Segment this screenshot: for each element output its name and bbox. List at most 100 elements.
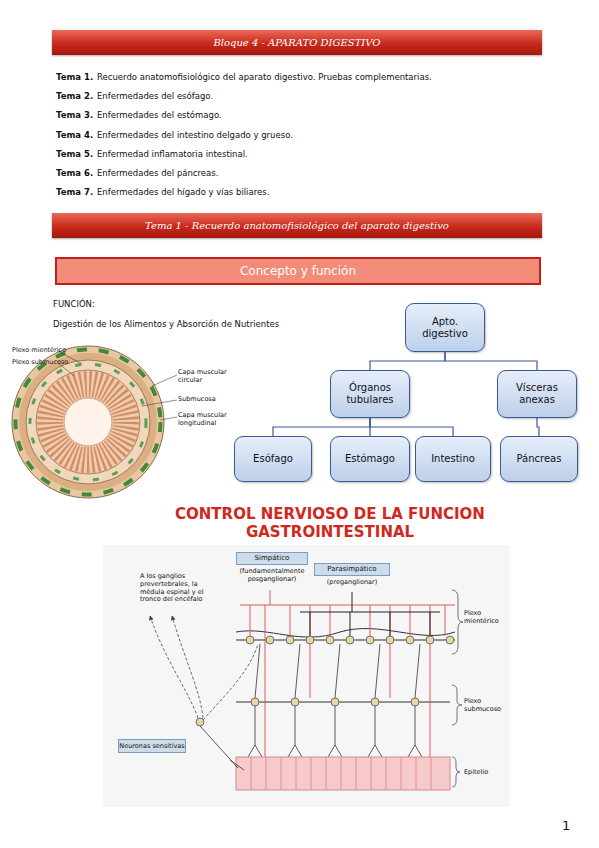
nerve-figure-part bbox=[236, 629, 455, 640]
node-subtext: (preganglionar) bbox=[327, 578, 377, 586]
brace-part bbox=[452, 757, 460, 787]
nerve-figure-part bbox=[172, 616, 203, 718]
topic-number: Tema 6. bbox=[56, 168, 93, 178]
tree-connector bbox=[370, 418, 453, 436]
nerve-figure-part-part bbox=[266, 636, 274, 644]
intestine-section-part bbox=[50, 384, 126, 460]
node-text: Páncreas bbox=[517, 453, 562, 465]
nerve-figure-part bbox=[255, 644, 420, 698]
intestine-section-part bbox=[16, 350, 161, 495]
intestine-section-part bbox=[64, 398, 112, 446]
node-text: Vísceras anexas bbox=[510, 382, 564, 406]
tree-box: Apto. digestivo bbox=[405, 303, 485, 352]
nerve-figure-part-part bbox=[346, 636, 354, 644]
nerve-figure-part-part bbox=[251, 698, 259, 706]
nerve-figure-part-part bbox=[446, 636, 454, 644]
part-name: Plexo mientérico bbox=[464, 610, 506, 626]
nerve-box: Parasimpático (preganglionar) bbox=[314, 563, 390, 591]
intestine-section-part bbox=[19, 353, 157, 491]
nerve-figure-part-part bbox=[286, 636, 294, 644]
topic-number: Tema 1. bbox=[56, 72, 93, 82]
nerve-figure-part-part bbox=[386, 636, 394, 644]
node-text: Apto. digestivo bbox=[418, 316, 472, 340]
leader-line bbox=[58, 351, 177, 420]
nerve-figure-part-part bbox=[406, 636, 414, 644]
nerve-figure-part bbox=[150, 616, 198, 718]
node-text: Simpático bbox=[236, 552, 308, 565]
note-text: A los ganglios prevertebrales, la médula… bbox=[140, 573, 210, 604]
node-text: Parasimpático bbox=[314, 563, 390, 576]
nerve-figure-part bbox=[103, 545, 510, 807]
nerve-figure-part bbox=[300, 592, 440, 636]
nerve-figure-part bbox=[236, 702, 450, 703]
nerve-figure-part bbox=[240, 590, 455, 757]
tree-box: Páncreas bbox=[500, 436, 578, 482]
nerve-figure-part bbox=[248, 706, 422, 757]
topic-number: Tema 2. bbox=[56, 91, 93, 101]
node-text: Órganos tubulares bbox=[343, 382, 397, 406]
node-subtext: (fundamentalmente posganglionar) bbox=[236, 567, 308, 583]
nerve-figure-part-part bbox=[331, 698, 339, 706]
intestine-section bbox=[12, 346, 164, 498]
nerve-figure-part bbox=[200, 726, 244, 770]
topic-text: Enfermedades del páncreas. bbox=[97, 168, 218, 178]
brace-part bbox=[452, 590, 463, 654]
nerve-figure-part bbox=[203, 644, 258, 720]
node-text: Estómago bbox=[345, 453, 395, 465]
section-banner: Bloque 4 - APARATO DIGESTIVO bbox=[52, 30, 542, 55]
section-label: FUNCIÓN: bbox=[53, 299, 95, 309]
heading-box: Concepto y función bbox=[55, 257, 541, 285]
nerve-figure-part-part bbox=[246, 636, 254, 644]
topic-text: Enfermedad inflamatoria intestinal. bbox=[97, 149, 248, 159]
leader-line-part bbox=[152, 375, 177, 386]
part-name: Capa muscular circular bbox=[178, 369, 230, 385]
tree-box: Intestino bbox=[415, 436, 491, 482]
nerve-figure-part-part bbox=[411, 698, 419, 706]
topic-text: Enfermedades del estómago. bbox=[97, 110, 222, 120]
topic-text: Enfermedades del esófago. bbox=[97, 91, 213, 101]
nerve-figure-part-part bbox=[426, 636, 434, 644]
section-banner: Tema 1 - Recuerdo anatomofisiológico del… bbox=[52, 213, 542, 238]
nerve-figure-part bbox=[236, 757, 450, 790]
topic-text: Recuerdo anatomofisiológico del aparato … bbox=[97, 72, 432, 82]
nerve-figure-part-part bbox=[366, 636, 374, 644]
tree-box: Órganos tubulares bbox=[330, 370, 410, 418]
tree-connector bbox=[537, 418, 539, 436]
part-name: Plexo submucoso bbox=[12, 359, 68, 367]
topic-number: Tema 7. bbox=[56, 187, 93, 197]
nerve-figure-part-part bbox=[371, 698, 379, 706]
tree-box: Vísceras anexas bbox=[497, 370, 577, 418]
intestine-section-part bbox=[36, 370, 140, 474]
nerve-figure-part-part bbox=[291, 698, 299, 706]
topic-text: Enfermedades del intestino delgado y gru… bbox=[97, 130, 293, 140]
node-text: Bloque 4 - APARATO DIGESTIVO bbox=[213, 37, 380, 48]
figure-title: CONTROL NERVIOSO DE LA FUNCION GASTROINT… bbox=[170, 505, 490, 541]
tree-box: Estómago bbox=[330, 436, 410, 482]
tree-connector bbox=[445, 352, 537, 370]
node-text: Neuronas sensitivas bbox=[119, 742, 184, 750]
part-name: Plexo mientérico bbox=[12, 347, 66, 355]
body-text: Digestión de los Alimentos y Absorción d… bbox=[53, 319, 279, 329]
node-text: Intestino bbox=[431, 453, 475, 465]
intestine-section-part bbox=[12, 346, 164, 498]
part-name: Capa muscular longitudinal bbox=[178, 412, 230, 428]
nerve-figure-part bbox=[196, 636, 454, 726]
page-number: 1 bbox=[562, 818, 570, 834]
nerve-figure-part-part bbox=[196, 718, 204, 726]
nerve-figure-part-part bbox=[326, 636, 334, 644]
node-text: Esófago bbox=[253, 453, 293, 465]
nerve-figure bbox=[103, 545, 510, 807]
node-text: Tema 1 - Recuerdo anatomofisiológico del… bbox=[145, 220, 449, 231]
tree-connector bbox=[369, 418, 370, 436]
intestine-section-part bbox=[30, 364, 146, 480]
brace-part bbox=[452, 685, 462, 725]
topic-number: Tema 5. bbox=[56, 149, 93, 159]
brace bbox=[452, 590, 463, 787]
nerve-figure-part bbox=[251, 757, 431, 790]
tree-connector bbox=[273, 418, 370, 436]
part-name: Epitelio bbox=[464, 769, 488, 777]
topic-text: Enfermedades del hígado y vías biliares. bbox=[97, 187, 269, 197]
